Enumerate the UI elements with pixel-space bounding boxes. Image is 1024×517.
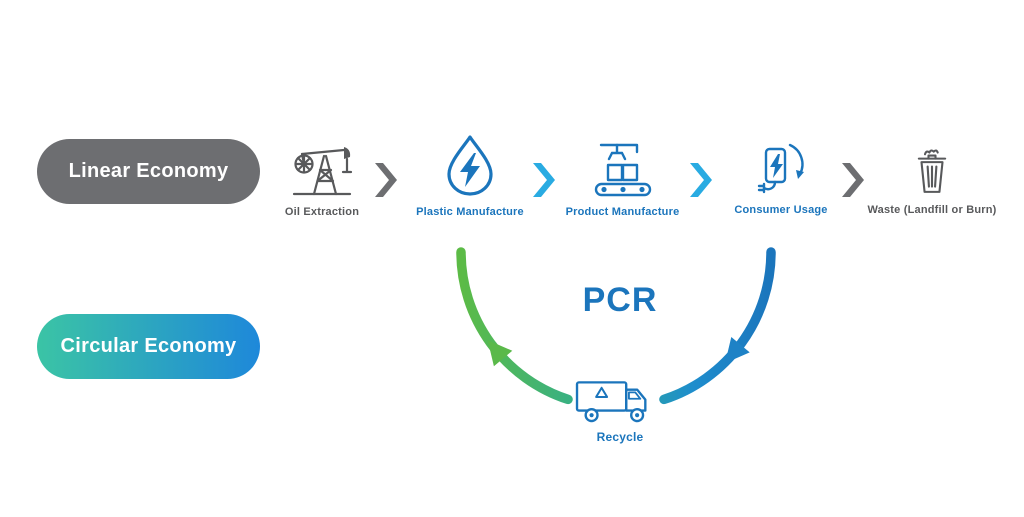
plastic-drop-icon — [447, 135, 493, 196]
circular-economy-label: Circular Economy — [60, 335, 237, 357]
pcr-loop-arc — [456, 247, 776, 405]
linear-economy-badge: Linear Economy — [37, 139, 260, 204]
stage-label-oil-extraction: Oil Extraction — [284, 206, 360, 218]
flow-chevron-icon — [842, 163, 864, 197]
stage-label-waste: Waste (Landfill or Burn) — [867, 204, 997, 216]
stage-label-consumer-usage: Consumer Usage — [734, 204, 828, 216]
linear-economy-label: Linear Economy — [68, 160, 229, 182]
recycle-truck-icon — [575, 381, 647, 423]
flow-arrowhead-right — [725, 337, 750, 364]
stage-waste: Waste (Landfill or Burn) — [852, 142, 1012, 216]
waste-bin-icon — [917, 149, 947, 193]
stage-consumer-usage: Consumer Usage — [711, 136, 851, 216]
loop-segment-right — [659, 247, 776, 405]
stage-oil-extraction: Oil Extraction — [262, 136, 382, 218]
flow-chevron-icon — [690, 163, 712, 197]
stage-label-plastic-manufacture: Plastic Manufacture — [416, 206, 524, 218]
product-conveyor-icon — [594, 143, 651, 197]
pcr-title: PCR — [582, 281, 658, 319]
stage-plastic-manufacture: Plastic Manufacture — [402, 132, 538, 218]
stage-product-manufacture: Product Manufacture — [550, 138, 695, 218]
flow-chevron-icon — [533, 163, 555, 197]
flow-chevron-icon — [375, 163, 397, 197]
consumer-device-icon — [757, 143, 804, 194]
flow-arrowhead-left — [487, 340, 513, 367]
circular-economy-badge: Circular Economy — [37, 314, 260, 379]
stage-label-product-manufacture: Product Manufacture — [565, 206, 680, 218]
loop-segment-left — [456, 247, 573, 405]
oil-pump-icon — [292, 147, 353, 196]
recycle-label: Recycle — [596, 430, 644, 444]
